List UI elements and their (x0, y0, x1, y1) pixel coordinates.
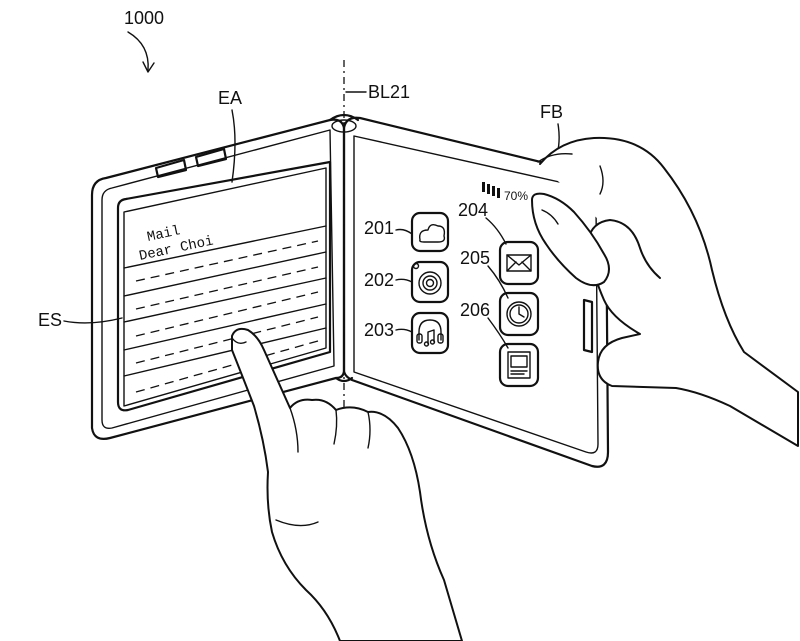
app-icon-205[interactable] (498, 291, 540, 337)
clock-icon (506, 301, 532, 327)
mail-title: Mail (146, 223, 182, 246)
mail-row-divider (123, 251, 327, 297)
leader-204 (485, 217, 507, 245)
label-201: 201 (364, 218, 394, 238)
figure-number: 1000 (124, 8, 164, 28)
cloud-icon (418, 223, 446, 243)
mail-row-divider (123, 303, 327, 351)
label-202: 202 (364, 270, 394, 290)
left-panel (90, 118, 346, 440)
right-hand (531, 136, 799, 447)
icon-frame (498, 342, 540, 388)
mail-row-divider (123, 277, 327, 323)
left-screen-inner (123, 167, 327, 407)
mail-row-divider (123, 225, 327, 269)
right-finger-crease (599, 165, 604, 195)
leader-206 (487, 317, 509, 349)
left-panel-bezel (101, 129, 335, 430)
label-204: 204 (458, 200, 488, 220)
thumbnail (541, 209, 559, 225)
mail-row-text (135, 316, 319, 364)
es-leader (63, 317, 123, 324)
side-button-2 (194, 147, 228, 168)
figure-number-leader (127, 31, 149, 71)
signal-bars-icon (482, 182, 500, 198)
right-hand-outline (539, 136, 799, 447)
target-icon (418, 271, 442, 295)
icon-frame (498, 240, 540, 286)
app-icon-202[interactable] (410, 260, 450, 304)
app-icon-204[interactable] (498, 240, 540, 286)
side-button-1 (154, 158, 188, 179)
label-bl21: BL21 (368, 82, 410, 102)
label-203: 203 (364, 320, 394, 340)
mail-row-text (135, 340, 319, 393)
mail-row-text (135, 240, 319, 282)
right-finger-top (537, 152, 573, 163)
mail-row-divider (123, 327, 327, 377)
label-es: ES (38, 310, 62, 330)
label-fb: FB (540, 102, 563, 122)
icon-frame (410, 211, 450, 253)
mail-row-text (135, 291, 319, 337)
battery-percentage: 70% (504, 189, 528, 203)
app-icon-206[interactable] (498, 342, 540, 388)
left-screen: Mail Dear Choi (116, 160, 332, 412)
envelope-icon (506, 254, 532, 272)
headphones-music-icon (418, 319, 442, 341)
label-ea: EA (218, 88, 242, 108)
leader-201 (395, 228, 413, 235)
icon-frame (498, 291, 540, 337)
left-knuckle-2 (333, 409, 338, 445)
right-side-button-2 (582, 298, 594, 354)
left-knuckle-3 (367, 411, 371, 449)
picture-icon (507, 351, 531, 379)
icon-frame (410, 311, 450, 355)
right-screen: 70% (410, 182, 540, 388)
leader-203 (395, 328, 413, 333)
left-fingernail (231, 337, 247, 345)
left-screen-outline (116, 160, 332, 412)
label-206: 206 (460, 300, 490, 320)
left-palm-line (275, 519, 319, 527)
mail-row-text (135, 266, 319, 310)
app-icon-203[interactable] (410, 311, 450, 355)
ea-leader (231, 109, 236, 183)
left-hand (231, 327, 463, 641)
app-icon-201[interactable] (410, 211, 450, 253)
left-panel-outline (90, 118, 346, 440)
left-knuckle-1 (289, 407, 299, 453)
leader-202 (395, 278, 413, 283)
left-hand-outline (231, 327, 463, 641)
right-panel-outline (342, 116, 610, 468)
label-205: 205 (460, 248, 490, 268)
figure-number-arrowhead (142, 61, 155, 73)
leader-205 (487, 265, 509, 299)
